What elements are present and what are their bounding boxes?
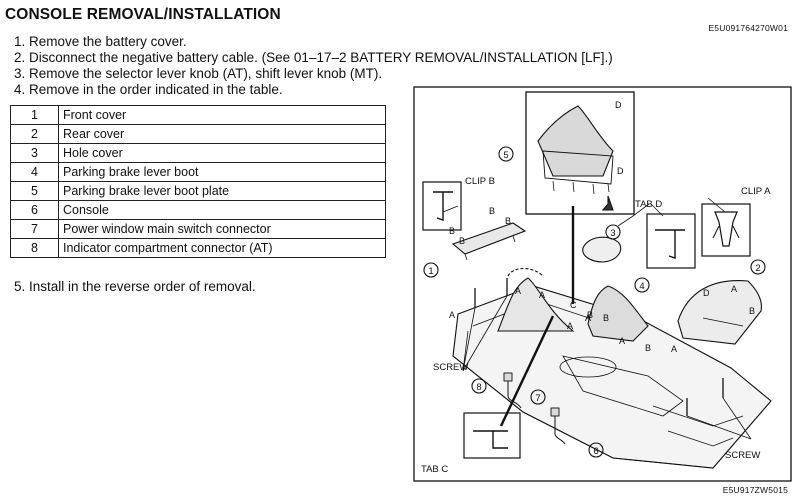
screw-label-right: SCREW [725, 450, 760, 461]
part-number: 3 [10, 143, 59, 163]
tab-d-marker: D [615, 100, 622, 110]
part-callouts: 1 2 3 4 5 6 7 8 [423, 146, 766, 458]
clip-a-marker: A [567, 321, 573, 331]
part-name: Rear cover [58, 124, 386, 144]
screw-label-left: SCREW [433, 362, 468, 373]
clip-b-marker: B [587, 310, 593, 320]
tab-c-marker: C [570, 300, 577, 310]
clip-a-label: CLIP A [741, 186, 771, 197]
callout-6: 6 [593, 446, 598, 457]
step-5: 5. Install in the reverse order of remov… [14, 279, 256, 294]
tab-d-marker: D [617, 166, 624, 176]
clip-b-label: CLIP B [465, 176, 495, 187]
tab-d-inset [646, 213, 696, 269]
rear-cover [677, 280, 762, 345]
front-cover [451, 222, 527, 261]
callout-2: 2 [755, 263, 760, 274]
boot-plate-inset [525, 91, 635, 215]
part-name: Indicator compartment connector (AT) [58, 238, 386, 258]
clip-b-marker: B [603, 313, 609, 323]
step-1: 1. Remove the battery cover. [14, 34, 187, 49]
clip-a-marker: A [671, 344, 677, 354]
screw-icon [474, 278, 724, 416]
part-number: 4 [10, 162, 59, 182]
part-number: 2 [10, 124, 59, 144]
callout-4: 4 [639, 281, 644, 292]
clip-b-marker: B [645, 343, 651, 353]
part-number: 8 [10, 238, 59, 258]
page-title: CONSOLE REMOVAL/INSTALLATION [5, 6, 281, 23]
part-number: 1 [10, 105, 59, 125]
clip-a-marker: A [515, 286, 521, 296]
part-name: Parking brake lever boot plate [58, 181, 386, 201]
part-number: 6 [10, 200, 59, 220]
clip-a-marker: A [539, 290, 545, 300]
tab-c-inset [463, 412, 521, 459]
tab-c-label: TAB C [421, 464, 448, 475]
part-name: Hole cover [58, 143, 386, 163]
part-name: Front cover [58, 105, 386, 125]
callout-3: 3 [610, 228, 615, 239]
tab-d-marker: D [703, 288, 710, 298]
clip-b-marker: B [489, 206, 495, 216]
clip-a-marker: A [619, 336, 625, 346]
tab-d-label: TAB D [635, 199, 662, 210]
parking-brake-boot [587, 285, 649, 342]
part-number: 7 [10, 219, 59, 239]
clip-b-marker: B [459, 236, 465, 246]
exploded-view-illustration: CLIP B CLIP A TAB D TAB C SCREW SCREW A … [413, 86, 792, 482]
callout-7: 7 [535, 393, 540, 404]
clip-a-marker: A [449, 310, 455, 320]
step-2: 2. Disconnect the negative battery cable… [14, 50, 613, 65]
clip-b-inset [422, 181, 462, 231]
part-name: Power window main switch connector [58, 219, 386, 239]
clip-a-inset [701, 203, 751, 257]
part-name: Console [58, 200, 386, 220]
callout-8: 8 [476, 382, 481, 393]
callout-1: 1 [428, 266, 433, 277]
step-3: 3. Remove the selector lever knob (AT), … [14, 66, 383, 81]
part-name: Parking brake lever boot [58, 162, 386, 182]
clip-b-marker: B [505, 216, 511, 226]
document-id: E5U091764270W01 [708, 23, 788, 33]
callout-5: 5 [503, 150, 508, 161]
clip-b-marker: B [749, 306, 755, 316]
hole-cover [582, 236, 622, 263]
leader-lines [442, 197, 752, 440]
figure-frame [413, 86, 792, 482]
clip-a-marker: A [731, 284, 737, 294]
part-number: 5 [10, 181, 59, 201]
shift-boot [497, 267, 575, 332]
step-4: 4. Remove in the order indicated in the … [14, 82, 283, 97]
figure-id: E5U917ZW5015 [722, 485, 788, 495]
clip-b-marker: B [449, 226, 455, 236]
procedure-steps: 1. Remove the battery cover. 2. Disconne… [14, 34, 613, 98]
clip-a-marker: A [585, 313, 591, 323]
